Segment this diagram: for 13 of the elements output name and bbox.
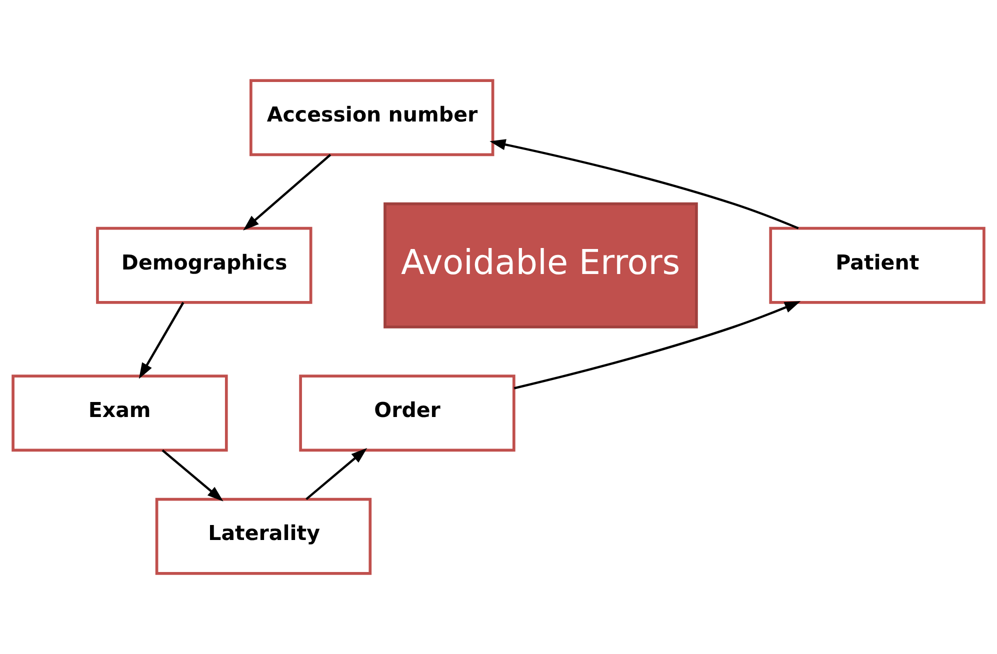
node-box: Patient xyxy=(769,226,986,304)
node-box: Accession number xyxy=(250,79,494,156)
node-box: Laterality xyxy=(155,498,372,575)
arrow xyxy=(306,448,368,500)
node-box: Demographics xyxy=(96,226,312,304)
arrow xyxy=(138,302,184,379)
arrow xyxy=(514,301,801,390)
arrow xyxy=(490,139,799,230)
node-box: Exam xyxy=(12,374,228,452)
arrow xyxy=(162,449,224,502)
node-box: Avoidable Errors xyxy=(384,202,698,328)
node-box: Order xyxy=(299,374,516,452)
arrow xyxy=(243,154,332,230)
